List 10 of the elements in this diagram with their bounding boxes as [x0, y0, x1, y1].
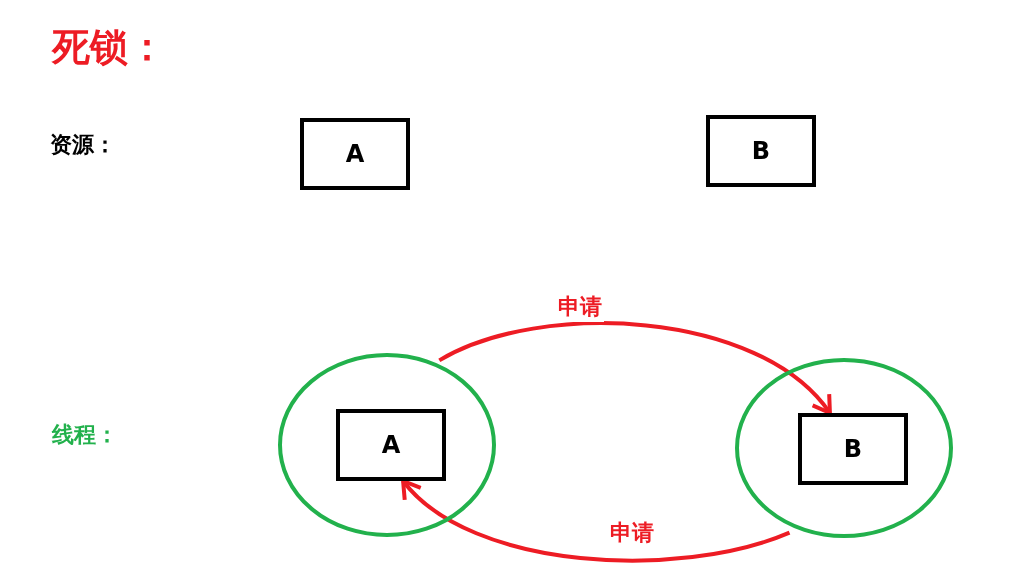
resource-box: B: [706, 115, 816, 187]
title: 死锁：: [52, 24, 166, 71]
row-label: 线程：: [52, 421, 118, 449]
edge-label: 申请: [556, 292, 604, 322]
arrow: [438, 321, 832, 415]
resource-box: A: [336, 409, 446, 481]
row-label: 资源：: [50, 131, 116, 159]
resource-box: A: [300, 118, 410, 190]
arrow: [401, 479, 791, 563]
resource-box: B: [798, 413, 908, 485]
